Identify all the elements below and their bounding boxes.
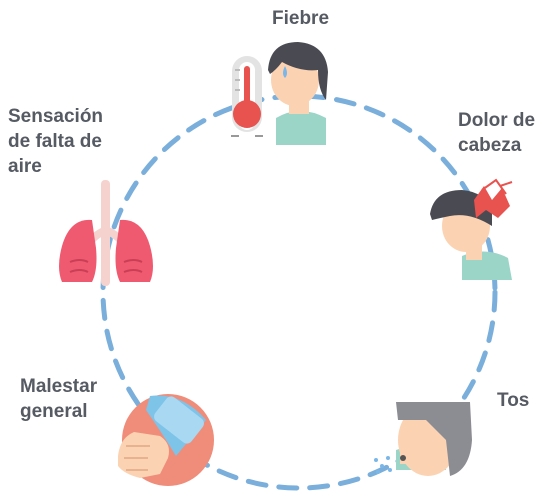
malaise-ice-pack-icon bbox=[118, 394, 214, 486]
label-dolor-line-1: Dolor de bbox=[458, 110, 536, 131]
label-falta-line-1: Sensación bbox=[8, 106, 104, 127]
label-tos: Tos bbox=[497, 388, 529, 413]
symptom-cycle-ring bbox=[100, 93, 498, 491]
fever-thermometer-icon bbox=[231, 42, 328, 145]
label-fiebre: Fiebre bbox=[272, 6, 329, 31]
label-falta-de-aire: Sensación de falta de aire bbox=[8, 104, 103, 179]
label-dolor-line-2: cabeza bbox=[458, 135, 522, 156]
label-tos-text: Tos bbox=[497, 390, 530, 411]
label-falta-line-3: aire bbox=[8, 156, 42, 177]
cough-icon bbox=[374, 402, 472, 476]
label-malestar-line-2: general bbox=[20, 401, 88, 422]
label-falta-line-2: de falta de bbox=[8, 131, 102, 152]
label-malestar-general: Malestar general bbox=[20, 374, 97, 424]
label-dolor-de-cabeza: Dolor de cabeza bbox=[458, 108, 535, 158]
lungs-icon bbox=[59, 180, 153, 286]
headache-icon bbox=[430, 178, 513, 280]
label-malestar-line-1: Malestar bbox=[20, 376, 98, 397]
label-fiebre-text: Fiebre bbox=[272, 8, 330, 29]
